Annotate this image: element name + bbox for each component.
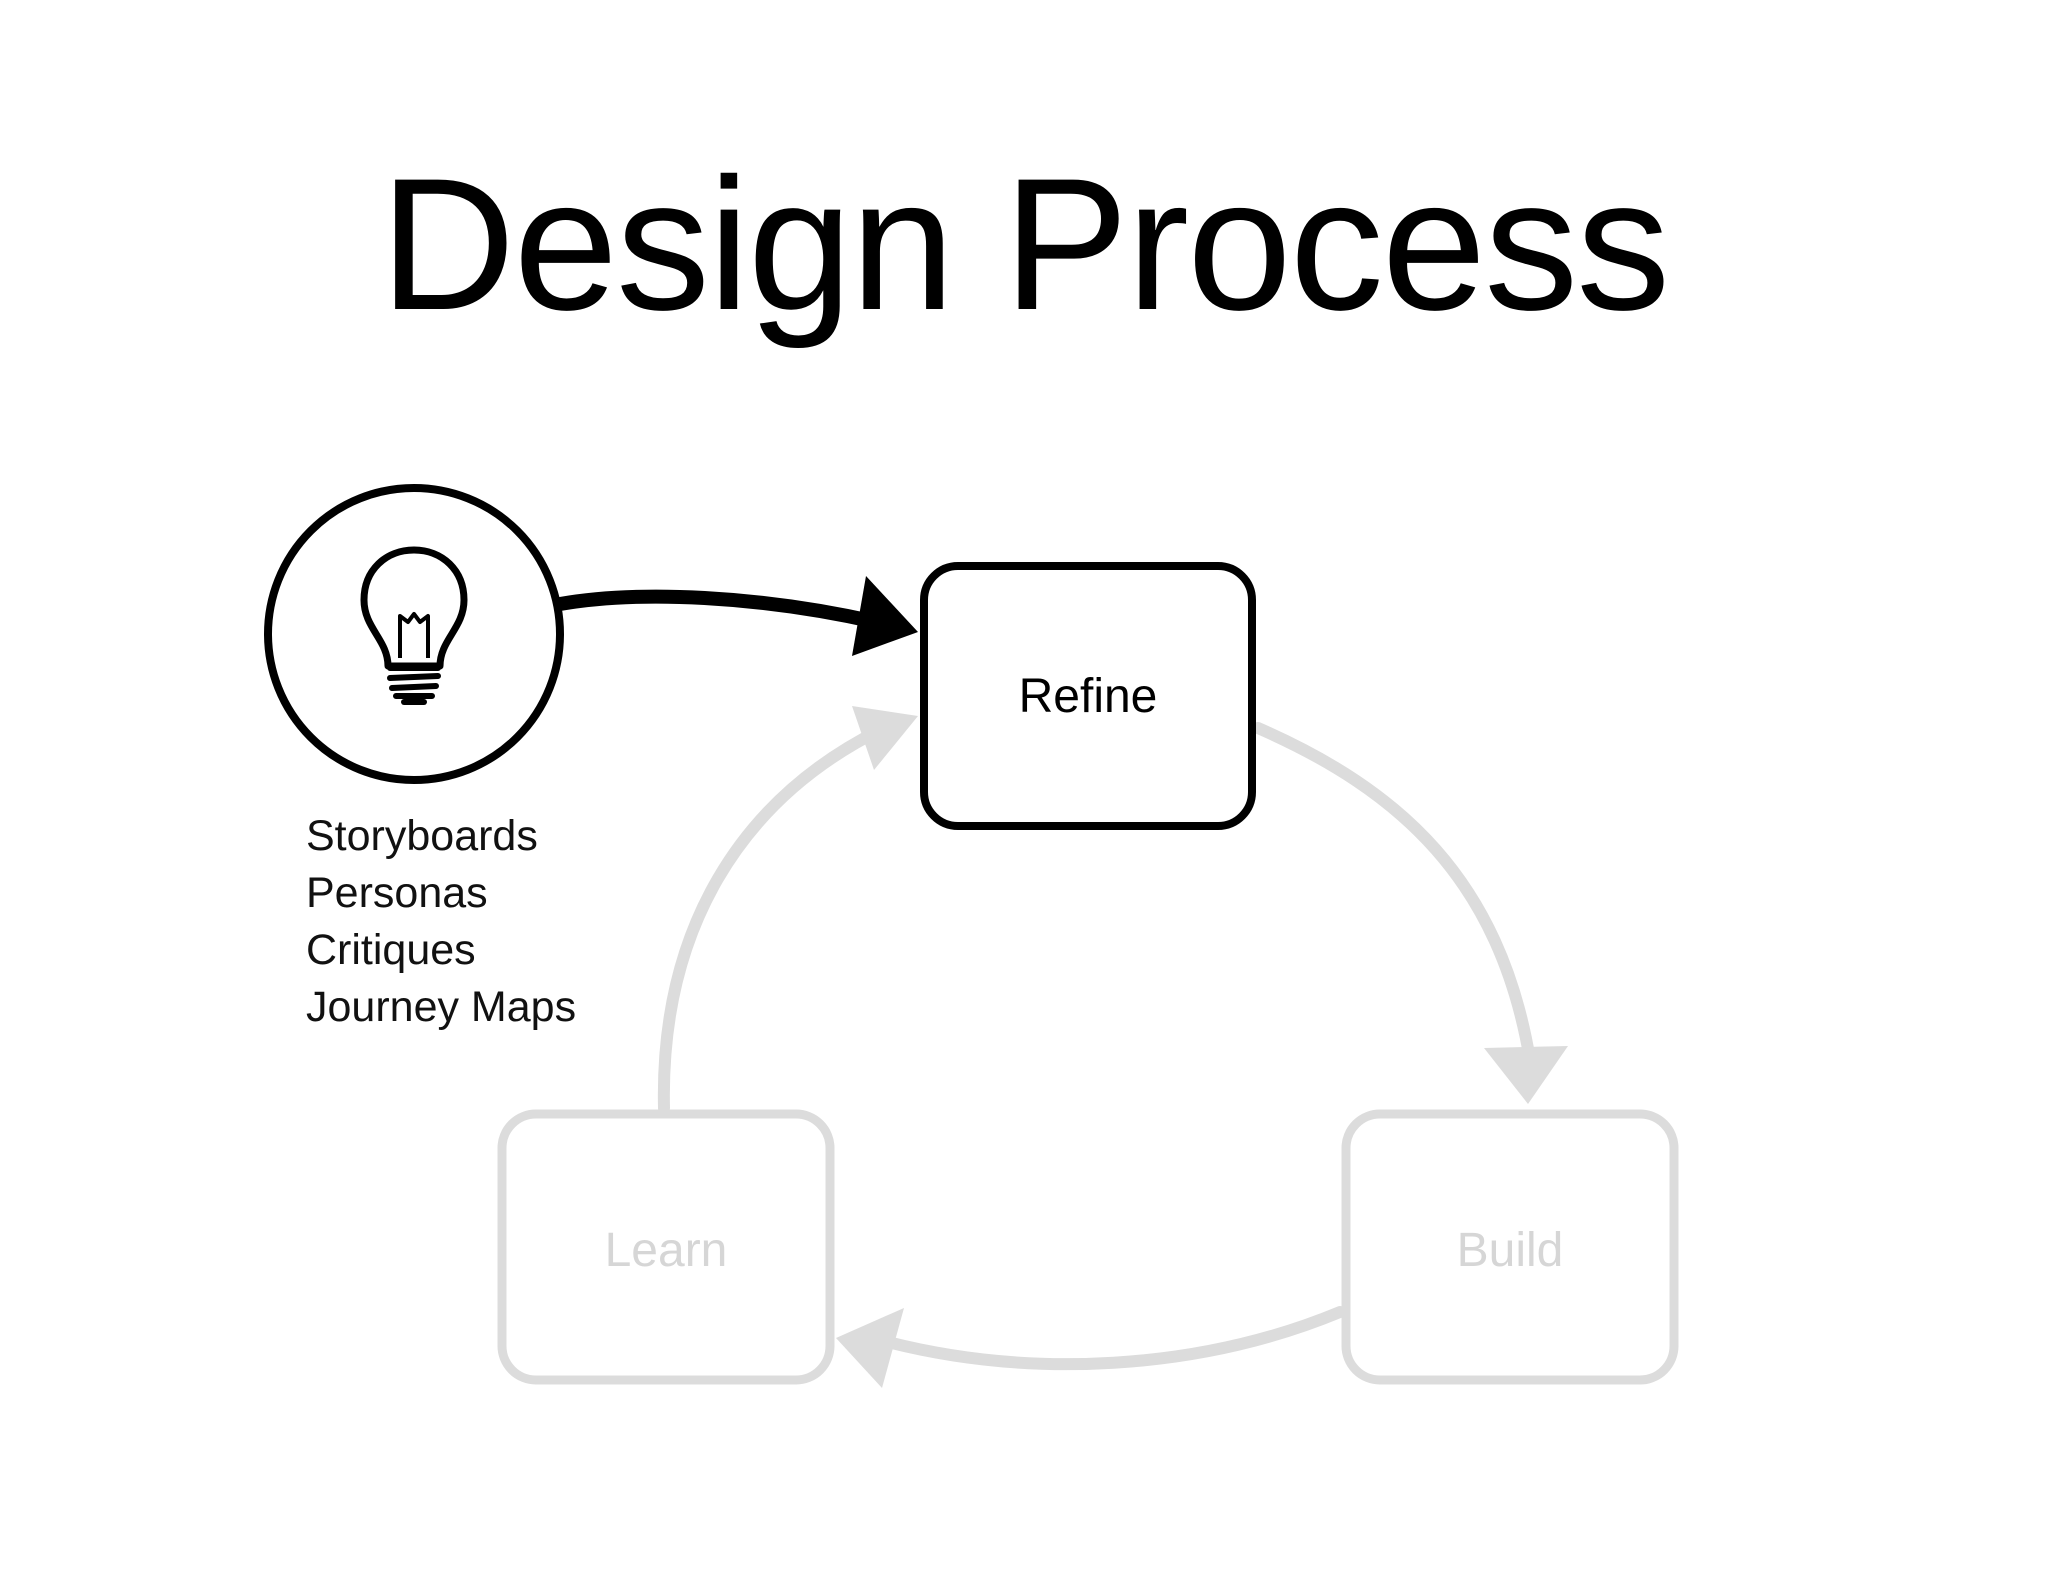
lightbulb-icon bbox=[360, 546, 468, 705]
learn-node: Learn bbox=[497, 1109, 835, 1385]
idea-to-refine-arrow bbox=[553, 576, 918, 656]
refine-node: Refine bbox=[920, 562, 1256, 830]
arrow-refine-to-build-head bbox=[1484, 1046, 1568, 1104]
list-item: Personas bbox=[306, 869, 488, 917]
list-item: Storyboards bbox=[306, 812, 538, 860]
idea-methods-list: Storyboards Personas Critiques Journey M… bbox=[306, 808, 576, 1036]
build-node: Build bbox=[1341, 1109, 1679, 1385]
build-label: Build bbox=[1457, 1224, 1564, 1277]
learn-label: Learn bbox=[605, 1224, 728, 1277]
page-title: Design Process bbox=[379, 139, 1671, 349]
refine-label: Refine bbox=[1019, 670, 1158, 723]
cycle-arrows bbox=[657, 706, 1568, 1388]
arrow-refine-to-build bbox=[1252, 722, 1536, 1066]
list-item: Journey Maps bbox=[306, 983, 577, 1031]
arrow-learn-to-refine-head bbox=[852, 706, 918, 770]
list-item: Critiques bbox=[306, 926, 476, 974]
idea-node bbox=[264, 484, 564, 784]
arrow-build-to-learn-head bbox=[836, 1308, 904, 1388]
arrow-learn-to-refine bbox=[657, 724, 886, 1114]
arrow-build-to-learn bbox=[874, 1306, 1346, 1371]
